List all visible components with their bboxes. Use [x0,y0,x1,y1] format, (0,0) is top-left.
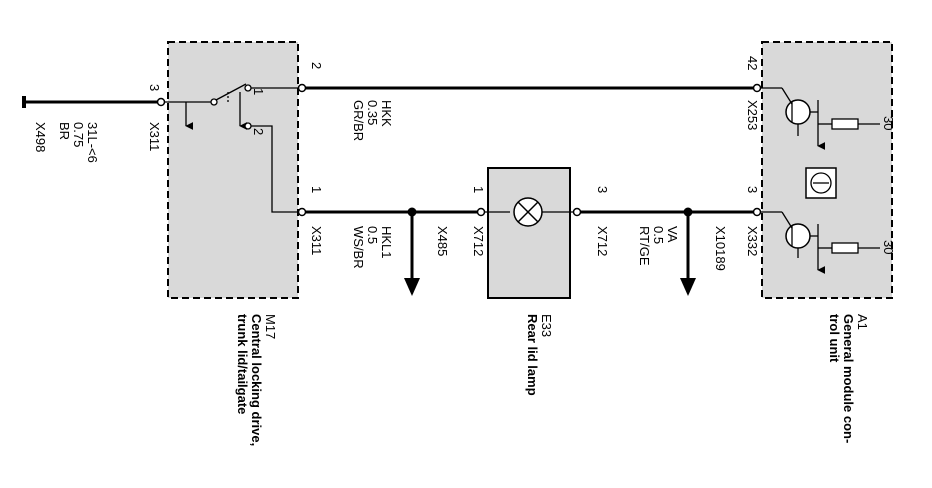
va-wire-color: RT/GE [637,226,652,266]
pin-m17-in: 3 [147,84,162,91]
transistor-icon [785,223,811,249]
va-wire-gauge: 0.5 [651,226,666,244]
transistor-icon [785,99,811,125]
m17-desc-line1: Central locking drive, [249,314,264,446]
e33-pin1-connector [476,207,486,217]
a1-id: A1 [855,314,870,330]
x10189-arrow-icon [680,278,696,296]
x712-left-label: X712 [471,226,486,256]
hkl1-wire-id: HKL1 [379,226,394,259]
pin-m17-top: 2 [309,62,324,69]
a1-transistor-top [760,87,880,150]
x311-input-connector [156,97,166,107]
hkk-wire-color: GR/BR [351,100,366,141]
ground-wire-color: BR [57,122,72,140]
pin-e33-right: 3 [595,186,610,193]
pin-a1-bottom: 3 [745,186,760,193]
hkk-wire-group [297,83,762,93]
hkk-wire-id: HKK [379,100,394,127]
va-wire-id: VA [665,226,680,243]
hkl1-wire-group [297,207,510,296]
resistor-icon [831,242,859,254]
e33-component-box [487,167,571,299]
pin-e33-left: 1 [471,186,486,193]
m17-desc-line2: trunk lid/tailgate [235,314,250,414]
va-wire-group [542,207,762,296]
x498-label: X498 [33,122,48,152]
pin-sw-1: 1 [251,88,266,95]
e33-id: E33 [539,314,554,337]
a1-top-terminal: 30 [881,116,896,130]
ground-wire-id: 31L-<6 [85,122,100,163]
m17-switch [185,83,300,213]
a1-desc-line2: trol unit [827,314,842,363]
x712-right-label: X712 [595,226,610,256]
x10189-label: X10189 [713,226,728,271]
x485-arrow-icon [404,278,420,296]
switch-contact [215,83,247,101]
pin-sw-2: 2 [251,128,266,135]
x485-label: X485 [435,226,450,256]
x332-label: X332 [745,226,760,256]
m17-id: M17 [263,314,278,339]
lamp-icon [513,197,543,227]
a1-desc-line1: General module con- [841,314,856,443]
pin-a1-top: 42 [745,56,760,70]
hkl1-wire-gauge: 0.5 [365,226,380,244]
x253-label: X253 [745,100,760,130]
a1-pin42-connector [752,83,762,93]
x311-left-label: X311 [147,122,162,151]
m17-pin1-connector [297,207,307,217]
ground-terminal [22,96,212,108]
hkk-wire-gauge: 0.35 [365,100,380,125]
hkl1-wire-color: WS/BR [351,226,366,269]
resistor-icon [831,118,859,130]
a1-pin3-connector [752,207,762,217]
a1-bottom-terminal: 30 [881,240,896,254]
e33-pin3-connector [572,207,582,217]
a1-control-logo [805,167,837,199]
x311-bottom-label: X311 [309,226,324,255]
pin-m17-bottom: 1 [309,186,324,193]
e33-desc-line1: Rear lid lamp [525,314,540,396]
a1-transistor-bottom [760,211,880,274]
m17-pin2-connector [297,83,307,93]
ground-wire-gauge: 0.75 [71,122,86,147]
m17-component-box [167,41,299,299]
